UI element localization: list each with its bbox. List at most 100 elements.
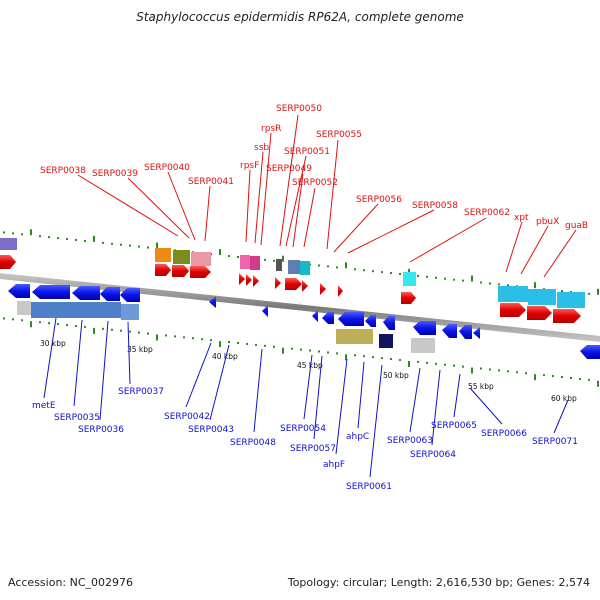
minor-tick-mark: [327, 265, 329, 268]
minor-tick-mark: [264, 344, 266, 347]
minor-tick-mark: [444, 277, 446, 280]
minor-tick-mark: [66, 324, 68, 327]
gene-label-SERP0064: SERP0064: [410, 450, 456, 460]
minor-tick-mark: [75, 324, 77, 327]
minor-tick-mark: [264, 258, 266, 261]
major-tick-mark: [597, 380, 599, 387]
major-tick-mark: [30, 229, 32, 236]
major-tick-mark: [282, 347, 284, 354]
minor-tick-mark: [129, 244, 131, 247]
minor-tick-mark: [75, 238, 77, 241]
minor-tick-mark: [210, 339, 212, 342]
minor-tick-mark: [111, 328, 113, 331]
minor-tick-mark: [543, 374, 545, 377]
gene-label-SERP0065: SERP0065: [431, 421, 477, 431]
minor-tick-mark: [444, 363, 446, 366]
minor-tick-mark: [48, 322, 50, 325]
gene-label-SERP0049: SERP0049: [266, 164, 312, 174]
minor-tick-mark: [363, 269, 365, 272]
minor-tick-mark: [120, 329, 122, 332]
minor-tick-mark: [291, 347, 293, 350]
gene-label-SERP0054: SERP0054: [280, 424, 326, 434]
major-tick-mark: [156, 242, 158, 249]
gene-label-SERP0052: SERP0052: [292, 178, 338, 188]
minor-tick-mark: [120, 243, 122, 246]
tick-label: 35 kbp: [127, 345, 153, 354]
minor-tick-mark: [201, 338, 203, 341]
reverse-strand-genes: [8, 284, 600, 359]
minor-tick-mark: [363, 355, 365, 358]
minor-tick-mark: [480, 367, 482, 370]
minor-tick-mark: [462, 365, 464, 368]
minor-tick-mark: [309, 349, 311, 352]
minor-tick-mark: [579, 377, 581, 380]
minor-tick-mark: [237, 341, 239, 344]
minor-tick-mark: [48, 236, 50, 239]
gene-label-SERP0071: SERP0071: [532, 437, 578, 447]
gene-label-xpt: xpt: [514, 213, 529, 223]
minor-tick-mark: [228, 341, 230, 344]
tick-label: 45 kbp: [297, 361, 323, 370]
minor-tick-mark: [372, 356, 374, 359]
gene-label-SERP0041: SERP0041: [188, 177, 234, 187]
major-tick-mark: [219, 249, 221, 256]
minor-tick-mark: [561, 290, 563, 293]
gene-label-rpsF: rpsF: [240, 161, 259, 171]
gene-label-SERP0063: SERP0063: [387, 436, 433, 446]
minor-tick-mark: [426, 361, 428, 364]
minor-tick-mark: [354, 268, 356, 271]
minor-tick-mark: [381, 357, 383, 360]
gene-label-rpsR: rpsR: [261, 124, 281, 134]
major-tick-mark: [408, 360, 410, 367]
minor-tick-mark: [111, 242, 113, 245]
minor-tick-mark: [507, 284, 509, 287]
minor-tick-mark: [426, 275, 428, 278]
gene-label-SERP0039: SERP0039: [92, 169, 138, 179]
minor-tick-mark: [174, 335, 176, 338]
minor-tick-mark: [165, 334, 167, 337]
minor-tick-mark: [354, 354, 356, 357]
minor-tick-mark: [435, 276, 437, 279]
minor-tick-mark: [417, 274, 419, 277]
minor-tick-mark: [399, 359, 401, 361]
gene-label-SERP0035: SERP0035: [54, 413, 100, 423]
gene-label-SERP0062: SERP0062: [464, 208, 510, 218]
topology-summary: Topology: circular; Length: 2,616,530 bp…: [287, 576, 590, 589]
minor-tick-mark: [3, 231, 5, 234]
forward-gene-label-text: SERP0038 SERP0039 SERP0040 SERP0041 rpsF…: [40, 104, 588, 231]
minor-tick-mark: [318, 350, 320, 353]
major-tick-mark: [534, 282, 536, 289]
minor-tick-mark: [381, 271, 383, 274]
gene-label-ahpC: ahpC: [346, 432, 369, 442]
minor-tick-mark: [498, 369, 500, 372]
minor-tick-mark: [102, 241, 104, 244]
minor-tick-mark: [192, 337, 194, 340]
reverse-gene-label-text: metE SERP0035 SERP0036 SERP0037 SERP0042…: [32, 387, 578, 492]
gene-label-SERP0050: SERP0050: [276, 104, 322, 114]
gene-label-SERP0055: SERP0055: [316, 130, 362, 140]
minor-tick-mark: [336, 352, 338, 355]
minor-tick-mark: [300, 348, 302, 351]
minor-tick-mark: [507, 370, 509, 373]
minor-tick-mark: [84, 325, 86, 328]
minor-tick-mark: [12, 232, 14, 235]
minor-tick-mark: [399, 273, 401, 275]
gene-label-SERP0037: SERP0037: [118, 387, 164, 397]
minor-tick-mark: [138, 245, 140, 248]
minor-tick-mark: [435, 362, 437, 365]
minor-tick-mark: [588, 292, 590, 295]
minor-tick-mark: [21, 233, 23, 236]
minor-tick-mark: [147, 246, 149, 249]
minor-tick-mark: [417, 360, 419, 363]
gene-label-SERP0048: SERP0048: [230, 438, 276, 448]
genome-title: Staphylococcus epidermidis RP62A, comple…: [136, 10, 464, 24]
minor-tick-mark: [39, 321, 41, 324]
minor-tick-mark: [183, 336, 185, 339]
minor-tick-mark: [561, 376, 563, 379]
minor-tick-mark: [453, 364, 455, 367]
gene-label-SERP0038: SERP0038: [40, 166, 86, 176]
minor-tick-mark: [327, 351, 329, 354]
minor-tick-mark: [570, 290, 572, 293]
major-tick-mark: [219, 341, 221, 348]
